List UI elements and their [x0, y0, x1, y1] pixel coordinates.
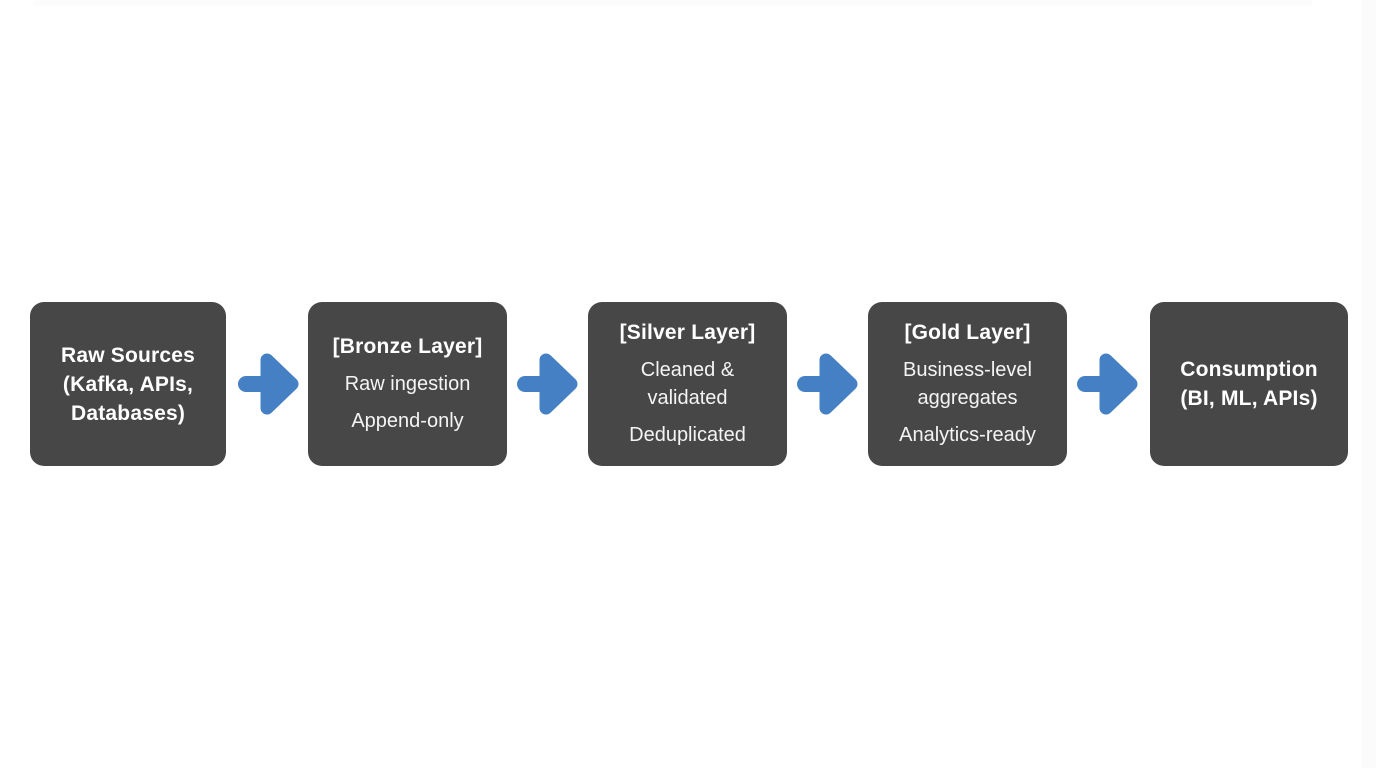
- top-edge-artifact: [33, 0, 1312, 6]
- arrow-right-icon: [517, 347, 581, 421]
- node-header: [Bronze Layer]: [332, 335, 483, 358]
- node-header: [Silver Layer]: [619, 321, 756, 344]
- node-item: Deduplicated: [629, 424, 746, 446]
- node-header: [Gold Layer]: [904, 321, 1031, 344]
- node-item: Cleaned & validated: [640, 359, 735, 409]
- node-line: Consumption: [1180, 358, 1318, 381]
- node-bronze-layer: [Bronze Layer] Raw ingestion Append-only: [308, 302, 507, 466]
- node-item: Raw ingestion: [344, 373, 471, 395]
- node-line: Databases): [70, 401, 186, 425]
- node-raw-sources: Raw Sources (Kafka, APIs, Databases): [30, 302, 226, 466]
- arrow-right-icon: [797, 347, 861, 421]
- node-line: (BI, ML, APIs): [1180, 387, 1318, 410]
- node-item: Analytics-ready: [899, 424, 1036, 446]
- node-gold-layer: [Gold Layer] Business-level aggregates A…: [868, 302, 1067, 466]
- node-item: Append-only: [351, 410, 464, 432]
- node-line: Raw Sources: [60, 343, 196, 367]
- node-consumption: Consumption (BI, ML, APIs): [1150, 302, 1348, 466]
- arrow-right-icon: [1077, 347, 1141, 421]
- node-silver-layer: [Silver Layer] Cleaned & validated Dedup…: [588, 302, 787, 466]
- node-line: (Kafka, APIs,: [62, 372, 194, 396]
- node-item: Business-level aggregates: [903, 359, 1032, 409]
- right-edge-artifact: [1362, 0, 1376, 768]
- arrow-right-icon: [238, 347, 302, 421]
